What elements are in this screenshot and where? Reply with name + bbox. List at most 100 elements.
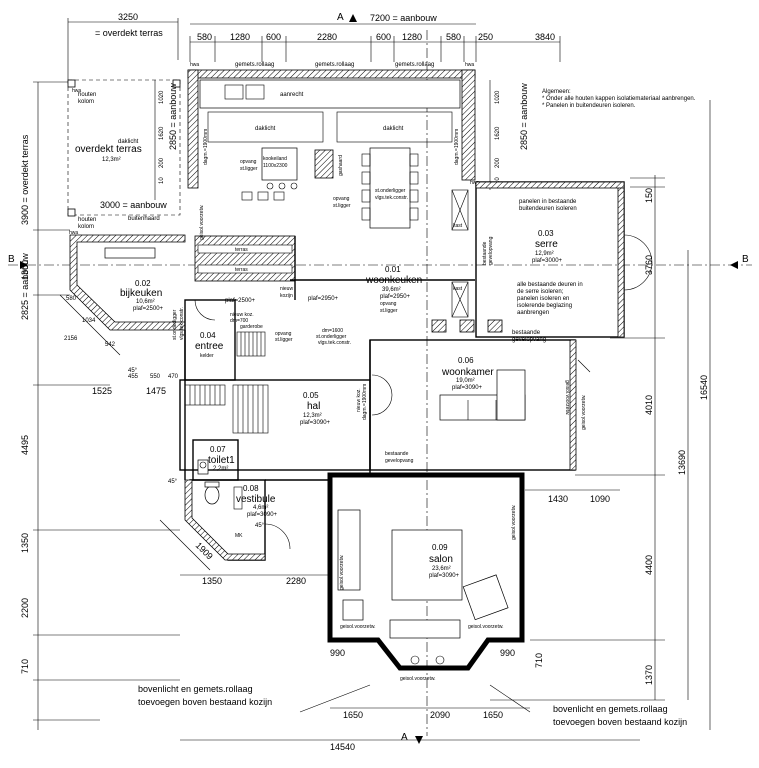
geisol-8: geisol.voorzetw. [400, 676, 436, 682]
section-marker-b-right: B [742, 254, 749, 265]
opvang-1: opvang [240, 159, 257, 165]
dagm-1: dagm.=1900mm [203, 129, 209, 165]
hwa-label-4: hwa [465, 62, 474, 68]
dim-4010: 4010 [644, 395, 654, 415]
room-number-0-01: 0.01 [385, 265, 401, 274]
dim-600b: 600 [376, 32, 391, 42]
geisol-7: geisol.voorzetw. [468, 624, 504, 630]
dim-2280: 2280 [317, 32, 337, 42]
nieuw-koz-2: dm=700 [230, 318, 248, 324]
dim-45-b: 45° [168, 479, 178, 485]
hwa-label-1: hwa [72, 88, 81, 94]
room-area-woonkamer: 19,0m² [456, 378, 475, 384]
gemets-rollaag-1: gemets.rollaag [235, 62, 274, 68]
dim-2850-right: 2850 = aanbouw [519, 83, 529, 150]
bestaande-gevel-6: gevelopvang [385, 458, 414, 464]
stonderligger-2: st.onderligger [172, 309, 178, 340]
nieuw-koz-1: nieuw koz. [230, 312, 254, 318]
dim-3000-aanbouw: 3000 = aanbouw [100, 200, 167, 210]
gashaard-label: gashaard [338, 155, 344, 176]
dim-4495: 4495 [20, 435, 30, 455]
dim-13690: 13690 [677, 450, 687, 475]
bestaande-gevel-5: bestaande [385, 451, 409, 457]
overdekt-terras: houten kolom daklicht overdekt terras 12… [67, 79, 181, 236]
dim-1280a: 1280 [230, 32, 250, 42]
houten-kolom-label-3: houten [78, 217, 96, 223]
dim-10-terras: 10 [159, 177, 165, 184]
panelen-2: buitendeuren isoleren [519, 206, 577, 212]
stonderligger-1: st.onderligger [375, 188, 406, 194]
bestaande-gevel-2: gevelopvang [488, 236, 494, 265]
mk-label: MK [235, 533, 243, 539]
opvang-2: opvang [333, 196, 350, 202]
dim-1300: 1300 [20, 260, 30, 280]
note-algemeen-title: Algemeen: [542, 89, 571, 95]
gemets-rollaag-2: gemets.rollaag [315, 62, 354, 68]
dim-1650-a: 1650 [343, 710, 363, 720]
room-name-woonkamer: woonkamer [441, 367, 494, 378]
bestaande-gevel-1: bestaande [482, 241, 488, 265]
vlgs-2: vlgs.tek.constr. [179, 307, 185, 340]
dim-2090: 2090 [430, 710, 450, 720]
dim-45-a: 45° [128, 368, 138, 374]
plaf-2500: plaf=2500+ [225, 298, 256, 304]
dm1600-label: dm=1600 [322, 328, 343, 334]
terras-label-2: terras [235, 267, 248, 273]
room-area-serre: 12,9m² [535, 251, 554, 257]
daklicht-2: daklicht [383, 126, 404, 132]
note-algemeen-2: * Panelen in buitendeuren isoleren. [542, 103, 636, 109]
bestaande-gevel-3: bestaande [512, 330, 541, 336]
dim-1650-b: 1650 [483, 710, 503, 720]
daklicht-1: daklicht [255, 126, 276, 132]
room-area-hal: 12,3m² [303, 413, 322, 419]
room-salon: 0.09 salon 23,6m² plaf=3090+ geisol.voor… [180, 472, 640, 752]
dim-overdekt-terras-label: = overdekt terras [95, 28, 163, 38]
room-area-bijkeuken: 10,6m² [136, 299, 155, 305]
section-line-b: B B [8, 254, 752, 269]
dim-580b: 580 [446, 32, 461, 42]
dim-600a: 600 [266, 32, 281, 42]
dim-200-right: 200 [495, 157, 501, 168]
room-vestibule: 0.08 vestibule 4,6m² plaf=3090+ MK 1909 … [159, 479, 330, 586]
aanrecht-label: aanrecht [280, 92, 304, 98]
room-number-0-05: 0.05 [303, 391, 319, 400]
nieuw-kozijn-2: kozijn [280, 293, 293, 299]
dim-580a: 580 [197, 32, 212, 42]
houten-kolom-label-4: kolom [78, 224, 94, 230]
room-name-salon: salon [429, 554, 453, 565]
section-marker-a-bottom: A [401, 732, 408, 743]
room-plaf-vestibule: plaf=3090+ [247, 512, 278, 518]
bovenlicht-notes: bovenlicht en gemets.rollaag toevoegen b… [138, 684, 687, 727]
room-plaf-woonkeuken: plaf=2950+ [380, 294, 411, 300]
dim-550: 550 [150, 374, 161, 380]
room-plaf-hal: plaf=3090+ [300, 420, 331, 426]
room-name-entree: entree [195, 341, 224, 352]
room-plaf-woonkamer: plaf=3090+ [452, 385, 483, 391]
bovenlicht-right-2: toevoegen boven bestaand kozijn [553, 717, 687, 727]
buitenhaard-label: buitenhaard [128, 216, 160, 222]
left-dimensions: 3900 = overdekt terras 1300 2825 = aanbo… [20, 81, 180, 730]
hwa-label-2: hwa [69, 230, 78, 236]
houten-kolom-label-2: kolom [78, 99, 94, 105]
dim-1620-terras: 1620 [159, 126, 165, 140]
stonderligger-3: st.onderligger [316, 334, 347, 340]
dim-200-terras: 200 [159, 157, 165, 168]
dim-1620-right: 1620 [495, 126, 501, 140]
room-area-vestibule: 4,6m² [253, 505, 268, 511]
dim-1034: 1034 [82, 318, 96, 324]
nieuw-koz-3: nieuw koz. [356, 388, 362, 412]
dim-1430: 1430 [548, 494, 568, 504]
room-area-woonkeuken: 39,6m² [382, 287, 401, 293]
room-plaf-salon: plaf=3090+ [429, 573, 460, 579]
gemets-rollaag-3: gemets.rollaag [395, 62, 434, 68]
stligger-1: st.ligger [240, 166, 258, 172]
room-bijkeuken: buitenhaard terras terras geisol.voorzet… [59, 204, 296, 374]
stligger-2: st.ligger [333, 203, 351, 209]
room-plaf-bijkeuken: plaf=2500+ [133, 306, 164, 312]
dim-16540: 16540 [699, 375, 709, 400]
dim-250: 250 [478, 32, 493, 42]
top-dimensions: 3250 = overdekt terras 7200 = aanbouw 58… [67, 12, 561, 80]
note-algemeen-1: * Onder alle houten kappen isolatiemater… [542, 96, 696, 102]
dim-2280-bottom: 2280 [286, 576, 306, 586]
